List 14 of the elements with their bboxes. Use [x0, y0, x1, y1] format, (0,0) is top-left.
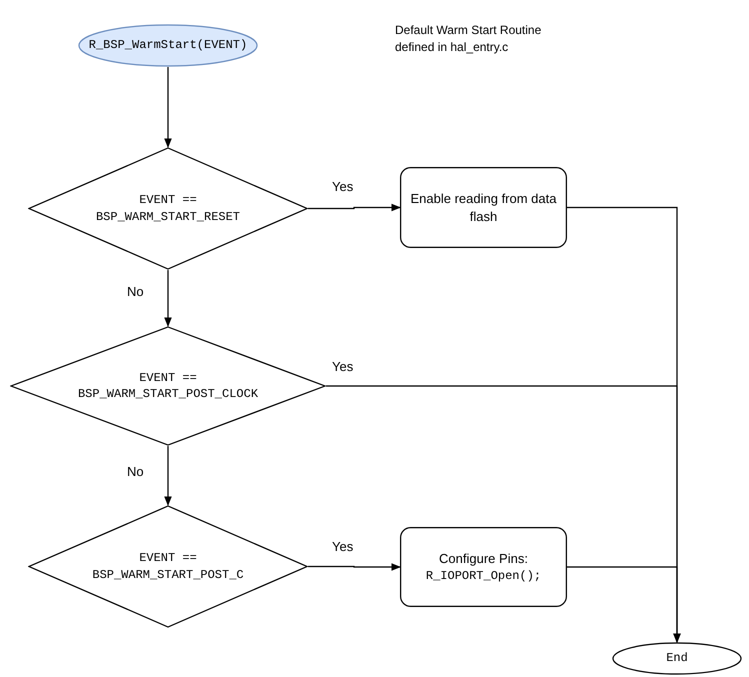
arrow: [308, 204, 401, 212]
decision-diamond: EVENT == BSP_WARM_START_RESET: [28, 147, 308, 270]
end-ellipse: End: [612, 642, 742, 675]
arrow: [164, 270, 172, 327]
process-box: Enable reading from data flash: [400, 167, 567, 248]
arrow: [164, 446, 172, 506]
note-text: Default Warm Start Routine defined in hal_entry.c: [395, 22, 542, 55]
arrow: [164, 67, 172, 148]
decision-diamond: EVENT == BSP_WARM_START_POST_CLOCK: [10, 326, 326, 446]
arrow: [308, 563, 401, 571]
process-box: Configure Pins: R_IOPORT_Open();: [400, 527, 567, 607]
decision-diamond: EVENT == BSP_WARM_START_POST_C: [28, 505, 308, 628]
arrow: [567, 566, 681, 643]
start-ellipse: R_BSP_WarmStart(EVENT): [78, 24, 258, 67]
